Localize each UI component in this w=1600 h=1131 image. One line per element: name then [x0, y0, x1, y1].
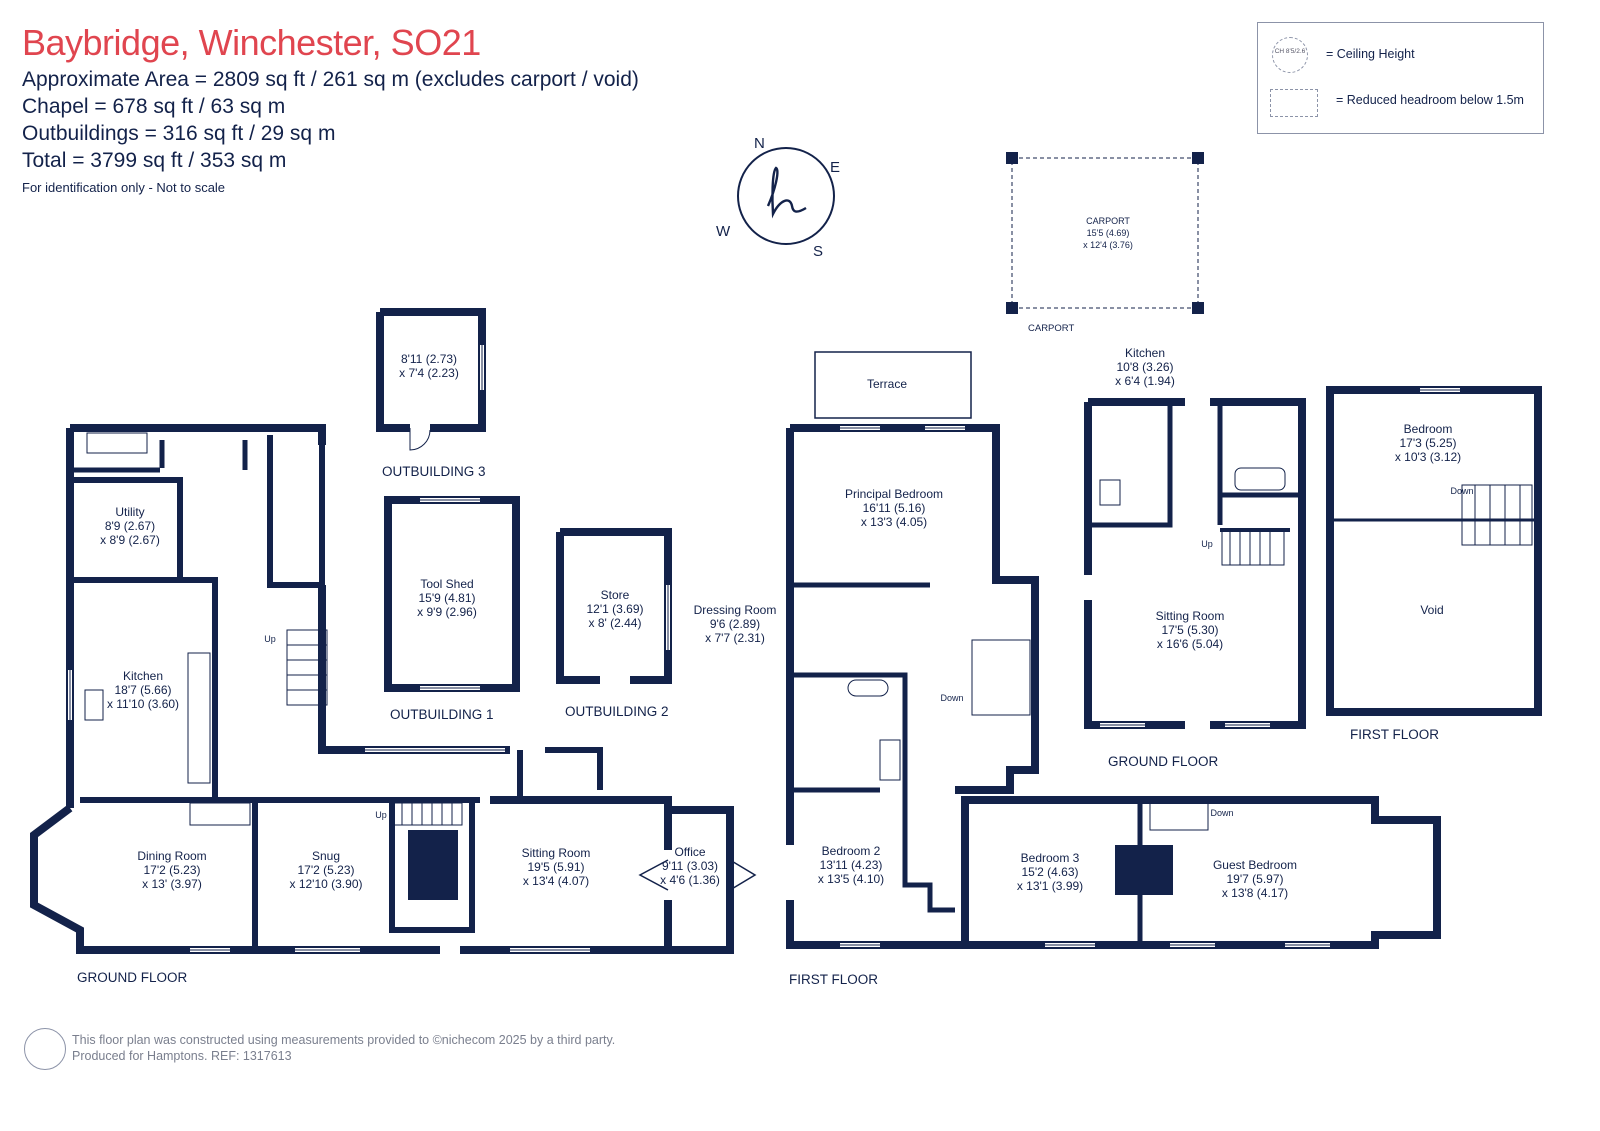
store-dim2: x 8' (2.44)	[589, 616, 642, 630]
bed2-dim2: x 13'5 (4.10)	[818, 872, 884, 886]
bed2-dim1: 13'11 (4.23)	[820, 858, 883, 872]
principal-dim1: 16'11 (5.16)	[863, 501, 926, 515]
carport-dim2: x 12'4 (3.76)	[1083, 240, 1133, 250]
page-title: Baybridge, Winchester, SO21	[22, 22, 481, 63]
dressing-dim2: x 7'7 (2.31)	[705, 631, 765, 645]
bed3-dim2: x 13'1 (3.99)	[1017, 879, 1083, 893]
footer-disclaimer: This floor plan was constructed using me…	[72, 1033, 616, 1047]
void-label: Void	[1420, 603, 1443, 617]
ceiling-height-icon: CH 8'5/2.6	[1272, 37, 1308, 73]
principal-name: Principal Bedroom	[845, 487, 943, 501]
chapel-kitchen-name: Kitchen	[1125, 346, 1165, 360]
outbuilding1-caption: OUTBUILDING 1	[390, 707, 494, 722]
toolshed-dim1: 15'9 (4.81)	[419, 591, 476, 605]
first-floor-caption: FIRST FLOOR	[789, 972, 878, 987]
snug-name: Snug	[312, 849, 340, 863]
utility-dim1: 8'9 (2.67)	[105, 519, 155, 533]
person-icon	[24, 1028, 66, 1070]
office-dim1: 9'11 (3.03)	[662, 859, 718, 873]
bed3-name: Bedroom 3	[1021, 851, 1080, 865]
compass-icon	[737, 147, 835, 245]
office-dim2: x 4'6 (1.36)	[660, 873, 720, 887]
bed2-name: Bedroom 2	[822, 844, 881, 858]
guest-dim1: 19'7 (5.97)	[1227, 872, 1284, 886]
first-floor-walls	[786, 351, 1441, 949]
approximate-area: Approximate Area = 2809 sq ft / 261 sq m…	[22, 68, 639, 91]
dressing-dim1: 9'6 (2.89)	[710, 617, 760, 631]
chapel-area: Chapel = 678 sq ft / 63 sq m	[22, 95, 286, 118]
up-label-2: Up	[375, 810, 387, 820]
toolshed-name: Tool Shed	[420, 577, 473, 591]
chapel-ground-caption: GROUND FLOOR	[1108, 754, 1219, 769]
chapel-up-label: Up	[1201, 539, 1213, 549]
sitting-dim1: 19'5 (5.91)	[528, 860, 585, 874]
toolshed-dim2: x 9'9 (2.96)	[417, 605, 477, 619]
ground-floor-walls	[30, 424, 757, 954]
chapel-down-label: Down	[1450, 486, 1473, 496]
kitchen-dim2: x 11'10 (3.60)	[107, 697, 179, 711]
store-name: Store	[601, 588, 630, 602]
guest-name: Guest Bedroom	[1213, 858, 1297, 872]
chapel-kitchen-dim1: 10'8 (3.26)	[1117, 360, 1174, 374]
dressing-name: Dressing Room	[694, 603, 777, 617]
compass-w: W	[716, 223, 731, 240]
office-name: Office	[674, 845, 705, 859]
ground-floor-caption: GROUND FLOOR	[77, 970, 188, 985]
outbuilding2-caption: OUTBUILDING 2	[565, 704, 669, 719]
chapel-first-walls	[1326, 386, 1542, 716]
footer-reference: Produced for Hamptons. REF: 1317613	[72, 1049, 292, 1063]
chapel-first-caption: FIRST FLOOR	[1350, 727, 1439, 742]
carport-caption: CARPORT	[1028, 323, 1074, 334]
chapel-bedroom-dim2: x 10'3 (3.12)	[1395, 450, 1461, 464]
kitchen-name: Kitchen	[123, 669, 163, 683]
sitting-dim2: x 13'4 (4.07)	[523, 874, 589, 888]
utility-name: Utility	[115, 505, 144, 519]
carport-dim1: 15'5 (4.69)	[1087, 228, 1130, 238]
reduced-headroom-icon	[1270, 89, 1318, 117]
chapel-sitting-name: Sitting Room	[1156, 609, 1225, 623]
down-label-2: Down	[1210, 808, 1233, 818]
guest-dim2: x 13'8 (4.17)	[1222, 886, 1288, 900]
identification-note: For identification only - Not to scale	[22, 180, 226, 195]
chapel-kitchen-dim2: x 6'4 (1.94)	[1115, 374, 1175, 388]
outbuilding3-caption: OUTBUILDING 3	[382, 464, 486, 479]
outbuildings-area: Outbuildings = 316 sq ft / 29 sq m	[22, 122, 336, 145]
outbuilding3-dim2: x 7'4 (2.23)	[399, 366, 459, 380]
compass-e: E	[830, 159, 840, 176]
chapel-sitting-dim2: x 16'6 (5.04)	[1157, 637, 1223, 651]
dining-dim2: x 13' (3.97)	[142, 877, 202, 891]
dining-dim1: 17'2 (5.23)	[144, 863, 201, 877]
ceiling-height-symbol: CH 8'5/2.6	[1274, 48, 1306, 55]
outbuilding-1-walls	[384, 496, 520, 692]
legend-reduced-headroom: = Reduced headroom below 1.5m	[1336, 93, 1524, 107]
bed3-dim1: 15'2 (4.63)	[1022, 865, 1079, 879]
outbuilding3-dim1: 8'11 (2.73)	[401, 352, 457, 366]
down-label-1: Down	[940, 693, 963, 703]
store-dim1: 12'1 (3.69)	[587, 602, 644, 616]
legend-ceiling-height: = Ceiling Height	[1326, 47, 1415, 61]
terrace-label: Terrace	[867, 377, 907, 391]
chapel-sitting-dim1: 17'5 (5.30)	[1162, 623, 1219, 637]
compass-n: N	[754, 135, 765, 152]
outbuilding-2-walls	[556, 528, 672, 684]
kitchen-dim1: 18'7 (5.66)	[115, 683, 172, 697]
compass-s: S	[813, 243, 823, 260]
utility-dim2: x 8'9 (2.67)	[100, 533, 160, 547]
legend-box: CH 8'5/2.6 = Ceiling Height = Reduced he…	[1257, 22, 1544, 134]
chapel-bedroom-name: Bedroom	[1404, 422, 1453, 436]
up-label-1: Up	[264, 634, 276, 644]
carport-outline	[1006, 152, 1204, 314]
snug-dim1: 17'2 (5.23)	[298, 863, 355, 877]
snug-dim2: x 12'10 (3.90)	[289, 877, 362, 891]
total-area: Total = 3799 sq ft / 353 sq m	[22, 149, 287, 172]
outbuilding-3-walls	[376, 308, 486, 451]
dining-name: Dining Room	[137, 849, 206, 863]
chapel-ground-walls	[1084, 398, 1306, 729]
sitting-name: Sitting Room	[522, 846, 591, 860]
principal-dim2: x 13'3 (4.05)	[861, 515, 927, 529]
chapel-bedroom-dim1: 17'3 (5.25)	[1400, 436, 1457, 450]
carport-name: CARPORT	[1086, 216, 1130, 226]
